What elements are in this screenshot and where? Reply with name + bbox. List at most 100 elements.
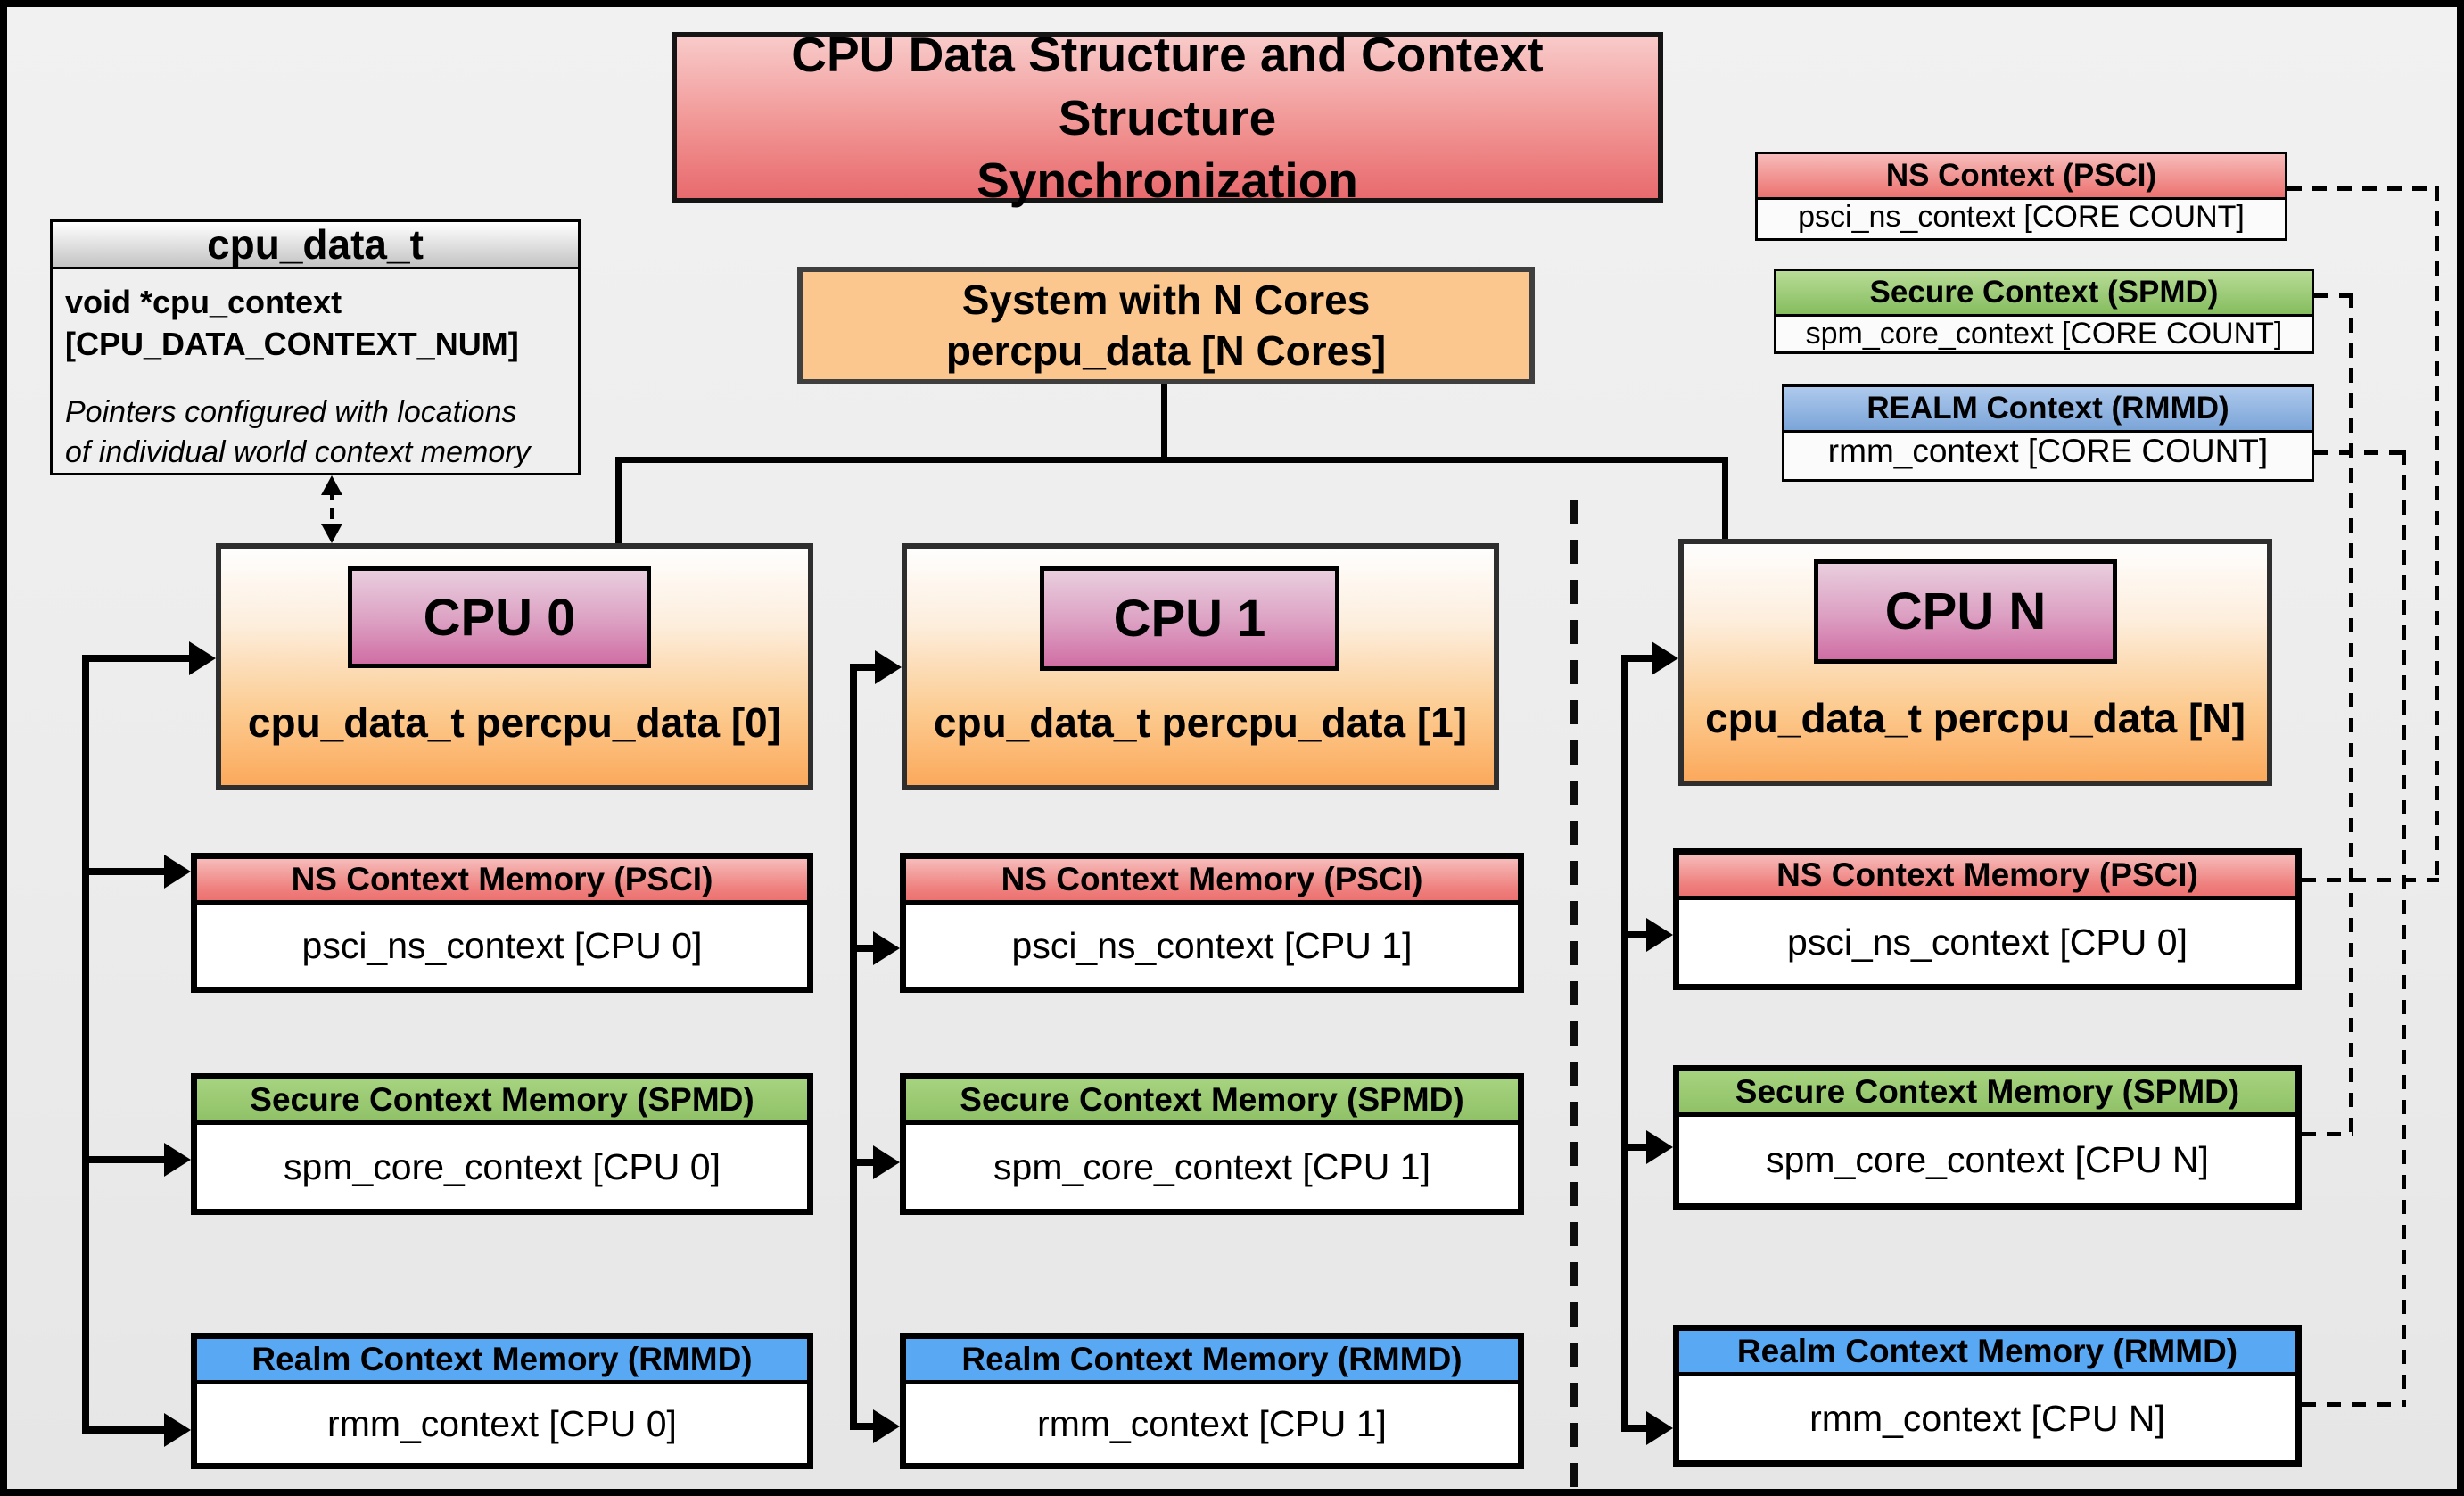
cpuN-stub-secure <box>1621 1144 1648 1151</box>
cpu0-realm-context-box: Realm Context Memory (RMMD) rmm_context … <box>191 1333 813 1469</box>
cpu1-realm-context-box: Realm Context Memory (RMMD) rmm_context … <box>900 1333 1524 1469</box>
cpu0-bus-line <box>82 655 89 1434</box>
cpuN-stub-box <box>1621 655 1653 662</box>
cpu0-ns-context-box: NS Context Memory (PSCI) psci_ns_context… <box>191 853 813 993</box>
cpuN-realm-context-box: Realm Context Memory (RMMD) rmm_context … <box>1673 1325 2302 1467</box>
legend-secure-dash-out <box>2314 293 2353 298</box>
cpu1-stub-secure <box>850 1159 875 1166</box>
cpuN-realm-context-header: Realm Context Memory (RMMD) <box>1679 1331 2295 1376</box>
legend-realm-header: REALM Context (RMMD) <box>1784 387 2312 433</box>
cpu-data-t-field: void *cpu_context [CPU_DATA_CONTEXT_NUM] <box>65 282 578 366</box>
cpuN-realm-context-body: rmm_context [CPU N] <box>1809 1397 2165 1439</box>
struct-link-dashed-line <box>330 490 334 529</box>
cpuN-secure-context-header: Secure Context Memory (SPMD) <box>1679 1071 2295 1117</box>
rail-drop-cpu0 <box>615 457 622 543</box>
legend-ns-header: NS Context (PSCI) <box>1758 154 2285 200</box>
cpu0-stub-realm <box>82 1426 166 1434</box>
cpu1-arrow-secure <box>873 1145 900 1179</box>
cpuN-arrow-box <box>1652 641 1678 675</box>
cpu0-label: CPU 0 <box>348 566 651 668</box>
cpuN-secure-context-box: Secure Context Memory (SPMD) spm_core_co… <box>1673 1065 2302 1210</box>
cpu0-secure-context-box: Secure Context Memory (SPMD) spm_core_co… <box>191 1073 813 1215</box>
cpu1-secure-context-body: spm_core_context [CPU 1] <box>993 1145 1430 1187</box>
diagram-title-line2: Synchronization <box>977 153 1358 209</box>
cpu1-realm-context-header: Realm Context Memory (RMMD) <box>906 1339 1518 1384</box>
system-box: System with N Cores percpu_data [N Cores… <box>797 267 1535 384</box>
legend-realm-dash-down <box>2402 450 2406 1406</box>
legend-ns-body: psci_ns_context [CORE COUNT] <box>1798 200 2245 234</box>
cpu0-stub-ns <box>82 868 166 875</box>
cpuN-box: CPU N cpu_data_t percpu_data [N] <box>1678 539 2272 786</box>
legend-secure-dash-down <box>2349 293 2353 1136</box>
cpu-data-t-header: cpu_data_t <box>53 221 578 269</box>
cpu0-secure-context-header: Secure Context Memory (SPMD) <box>197 1079 807 1125</box>
cpu0-arrow-realm <box>164 1413 191 1447</box>
cpu0-percpu-data: cpu_data_t percpu_data [0] <box>247 699 782 746</box>
cpuN-stub-realm <box>1621 1425 1648 1432</box>
cpu0-realm-context-header: Realm Context Memory (RMMD) <box>197 1339 807 1384</box>
cpu1-arrow-box <box>875 650 902 684</box>
cpu0-ns-context-body: psci_ns_context [CPU 0] <box>301 924 703 966</box>
cpu1-label: CPU 1 <box>1040 566 1339 671</box>
cpuN-ns-context-header: NS Context Memory (PSCI) <box>1679 855 2295 900</box>
struct-link-arrow-down <box>321 524 342 543</box>
cpuN-arrow-realm <box>1646 1411 1673 1445</box>
cpuN-label: CPU N <box>1814 559 2117 664</box>
cpu1-ns-context-body: psci_ns_context [CPU 1] <box>1011 924 1413 966</box>
cpuN-ns-context-body: psci_ns_context [CPU 0] <box>1787 921 2188 963</box>
cpu-data-t-struct-box: cpu_data_t void *cpu_context [CPU_DATA_C… <box>50 219 581 475</box>
system-box-line2: percpu_data [N Cores] <box>945 327 1387 374</box>
column-separator-dashed <box>1570 500 1578 1489</box>
cpu0-arrow-box <box>189 641 216 675</box>
rail-line <box>615 457 1728 463</box>
cpu1-secure-context-header: Secure Context Memory (SPMD) <box>906 1079 1518 1125</box>
legend-realm-context: REALM Context (RMMD) rmm_context [CORE C… <box>1782 384 2314 482</box>
cpu0-realm-context-body: rmm_context [CPU 0] <box>327 1402 677 1444</box>
legend-secure-dash-in <box>2302 1132 2353 1136</box>
legend-secure-body: spm_core_context [CORE COUNT] <box>1805 317 2283 351</box>
cpu0-box: CPU 0 cpu_data_t percpu_data [0] <box>216 543 813 790</box>
cpu0-stub-box <box>82 655 191 662</box>
legend-ns-dash-in <box>2302 878 2439 882</box>
cpu0-ns-context-header: NS Context Memory (PSCI) <box>197 859 807 905</box>
cpuN-arrow-ns <box>1646 918 1673 952</box>
cpuN-percpu-data: cpu_data_t percpu_data [N] <box>1705 695 2246 741</box>
cpu1-stub-ns <box>850 945 875 952</box>
system-box-line1: System with N Cores <box>961 276 1371 323</box>
cpu-data-t-field-line1: void *cpu_context <box>65 284 342 320</box>
diagram-title: CPU Data Structure and Context Structure… <box>672 27 1663 208</box>
cpuN-secure-context-body: spm_core_context [CPU N] <box>1766 1139 2209 1180</box>
legend-secure-context: Secure Context (SPMD) spm_core_context [… <box>1774 269 2314 354</box>
cpuN-ns-context-box: NS Context Memory (PSCI) psci_ns_context… <box>1673 848 2302 990</box>
cpu1-bus-line <box>850 664 857 1430</box>
cpu0-arrow-secure <box>164 1143 191 1177</box>
system-drop-line <box>1161 384 1167 460</box>
diagram-title-line1: CPU Data Structure and Context Structure <box>791 27 1544 145</box>
cpuN-bus-line <box>1621 655 1628 1428</box>
legend-realm-body: rmm_context [CORE COUNT] <box>1827 433 2269 469</box>
cpu1-ns-context-box: NS Context Memory (PSCI) psci_ns_context… <box>900 853 1524 993</box>
cpu1-box: CPU 1 cpu_data_t percpu_data [1] <box>902 543 1499 790</box>
cpu0-stub-secure <box>82 1156 166 1163</box>
legend-ns-dash-down <box>2435 186 2439 881</box>
rail-drop-cpuN <box>1722 457 1728 539</box>
struct-link-arrow-up <box>321 475 342 495</box>
cpuN-arrow-secure <box>1646 1130 1673 1164</box>
legend-secure-header: Secure Context (SPMD) <box>1776 271 2312 317</box>
cpu1-ns-context-header: NS Context Memory (PSCI) <box>906 859 1518 905</box>
legend-ns-dash-out <box>2287 186 2439 191</box>
cpu1-arrow-ns <box>873 931 900 965</box>
legend-realm-dash-in <box>2302 1402 2406 1407</box>
cpu0-arrow-ns <box>164 855 191 889</box>
cpu1-realm-context-body: rmm_context [CPU 1] <box>1037 1402 1387 1444</box>
legend-realm-dash-out <box>2314 450 2406 455</box>
legend-ns-context: NS Context (PSCI) psci_ns_context [CORE … <box>1755 152 2287 241</box>
cpu1-percpu-data: cpu_data_t percpu_data [1] <box>933 699 1468 746</box>
cpu1-secure-context-box: Secure Context Memory (SPMD) spm_core_co… <box>900 1073 1524 1215</box>
cpu1-arrow-realm <box>873 1409 900 1443</box>
cpu-data-t-field-line2: [CPU_DATA_CONTEXT_NUM] <box>65 325 519 362</box>
cpuN-stub-ns <box>1621 931 1648 938</box>
cpu1-stub-realm <box>850 1423 875 1430</box>
cpu1-stub-box <box>850 664 877 671</box>
